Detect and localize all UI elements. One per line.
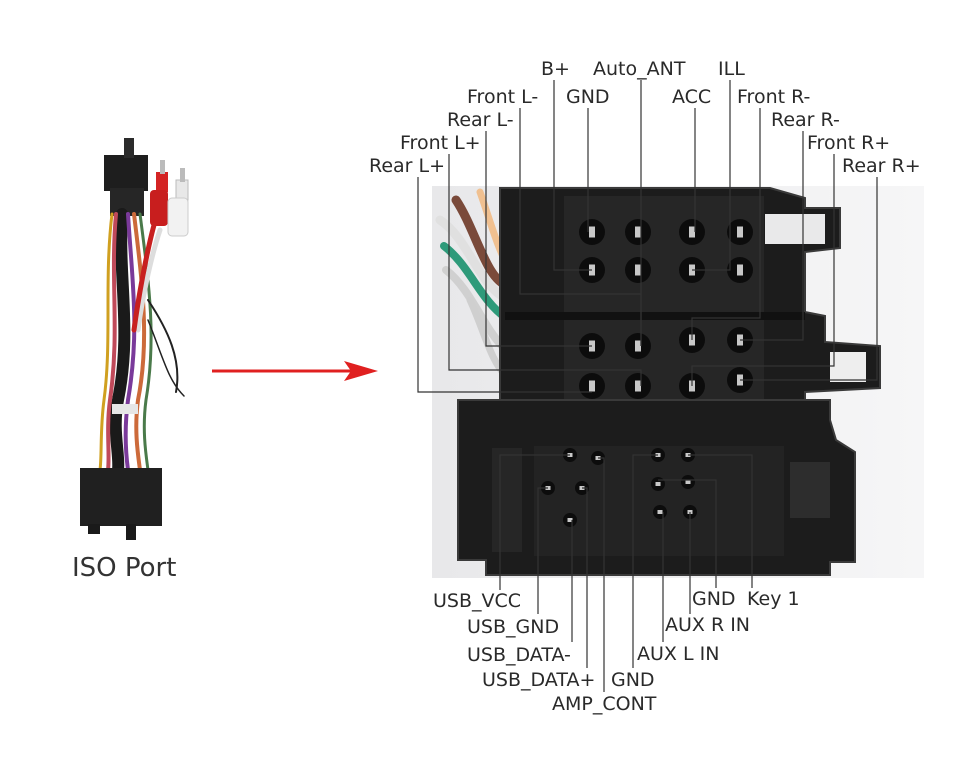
harness-top-plug bbox=[104, 155, 148, 191]
label-key-1: Key 1 bbox=[747, 588, 800, 610]
label-front-r-plus: Front R+ bbox=[807, 132, 891, 154]
harness-iso-block bbox=[80, 468, 162, 526]
pin-contact bbox=[567, 518, 573, 522]
label-rear-l-plus: Rear L+ bbox=[369, 155, 446, 177]
leader-front-r-plus bbox=[691, 154, 835, 386]
leader-rear-l-plus bbox=[417, 177, 592, 393]
pin-contact bbox=[635, 226, 641, 238]
pin-contact bbox=[657, 510, 663, 514]
leader-ill bbox=[692, 80, 731, 271]
label-usb-data-plus: USB_DATA+ bbox=[482, 669, 596, 691]
leader-gnd-key bbox=[658, 479, 717, 588]
leader-rear-l-minus bbox=[485, 131, 592, 347]
leader-front-r-minus bbox=[691, 108, 761, 340]
leader-lines bbox=[417, 80, 878, 692]
label-usb-gnd: USB_GND bbox=[467, 616, 560, 638]
label-amp-cont: AMP_CONT bbox=[552, 693, 657, 715]
label-front-r-minus: Front R- bbox=[737, 86, 811, 108]
pin-contact bbox=[737, 264, 743, 276]
label-front-l-minus: Front L- bbox=[467, 86, 539, 108]
iso-harness-illustration bbox=[80, 138, 189, 540]
leader-amp-cont bbox=[598, 457, 605, 692]
label-ill: ILL bbox=[718, 58, 745, 80]
leader-key-1 bbox=[688, 454, 753, 588]
label-gnd-top: GND bbox=[566, 86, 610, 108]
pin-contact bbox=[589, 226, 595, 238]
rca-red-plug bbox=[150, 160, 168, 226]
iso-port-caption: ISO Port bbox=[72, 553, 177, 583]
label-acc: ACC bbox=[672, 86, 712, 108]
label-usb-data-minus: USB_DATA- bbox=[467, 644, 571, 666]
label-aux-r-in: AUX R IN bbox=[665, 614, 751, 636]
leader-usb-data-plus bbox=[582, 487, 588, 668]
pin-contact bbox=[655, 482, 661, 486]
label-b-plus: B+ bbox=[541, 58, 570, 80]
label-rear-r-minus: Rear R- bbox=[771, 109, 840, 131]
wire-bundle bbox=[98, 208, 185, 476]
label-rear-l-minus: Rear L- bbox=[447, 109, 514, 131]
label-usb-vcc: USB_VCC bbox=[433, 590, 522, 612]
pin-contact bbox=[689, 226, 695, 238]
harness-iso-tab bbox=[126, 524, 136, 540]
harness-iso-tab bbox=[88, 524, 100, 534]
pin-contact bbox=[635, 380, 641, 392]
label-aux-l-in: AUX L IN bbox=[637, 643, 720, 665]
leader-front-l-plus bbox=[448, 154, 642, 386]
leader-gnd-amp bbox=[632, 454, 658, 668]
pin-contact bbox=[737, 226, 743, 238]
leader-rear-r-plus bbox=[740, 177, 878, 381]
label-rear-r-plus: Rear R+ bbox=[842, 155, 921, 177]
label-gnd-key: GND bbox=[692, 588, 736, 610]
rca-white-plug bbox=[167, 168, 189, 237]
connector-photo bbox=[432, 186, 924, 578]
leader-usb-gnd bbox=[537, 487, 548, 614]
pin-contact bbox=[635, 264, 641, 276]
leader-usb-vcc bbox=[499, 454, 570, 590]
red-arrow bbox=[212, 361, 378, 381]
label-auto-ant: Auto_ANT bbox=[593, 58, 686, 80]
harness-top-pin bbox=[124, 138, 134, 158]
leader-rear-r-minus bbox=[740, 131, 804, 341]
pin-contact bbox=[635, 340, 641, 352]
pin-contact bbox=[589, 380, 595, 392]
label-front-l-plus: Front L+ bbox=[400, 132, 481, 154]
leader-b-plus bbox=[553, 80, 592, 271]
leader-front-l-minus bbox=[519, 108, 642, 346]
pin-contact bbox=[685, 480, 691, 484]
label-gnd-amp: GND bbox=[611, 669, 655, 691]
